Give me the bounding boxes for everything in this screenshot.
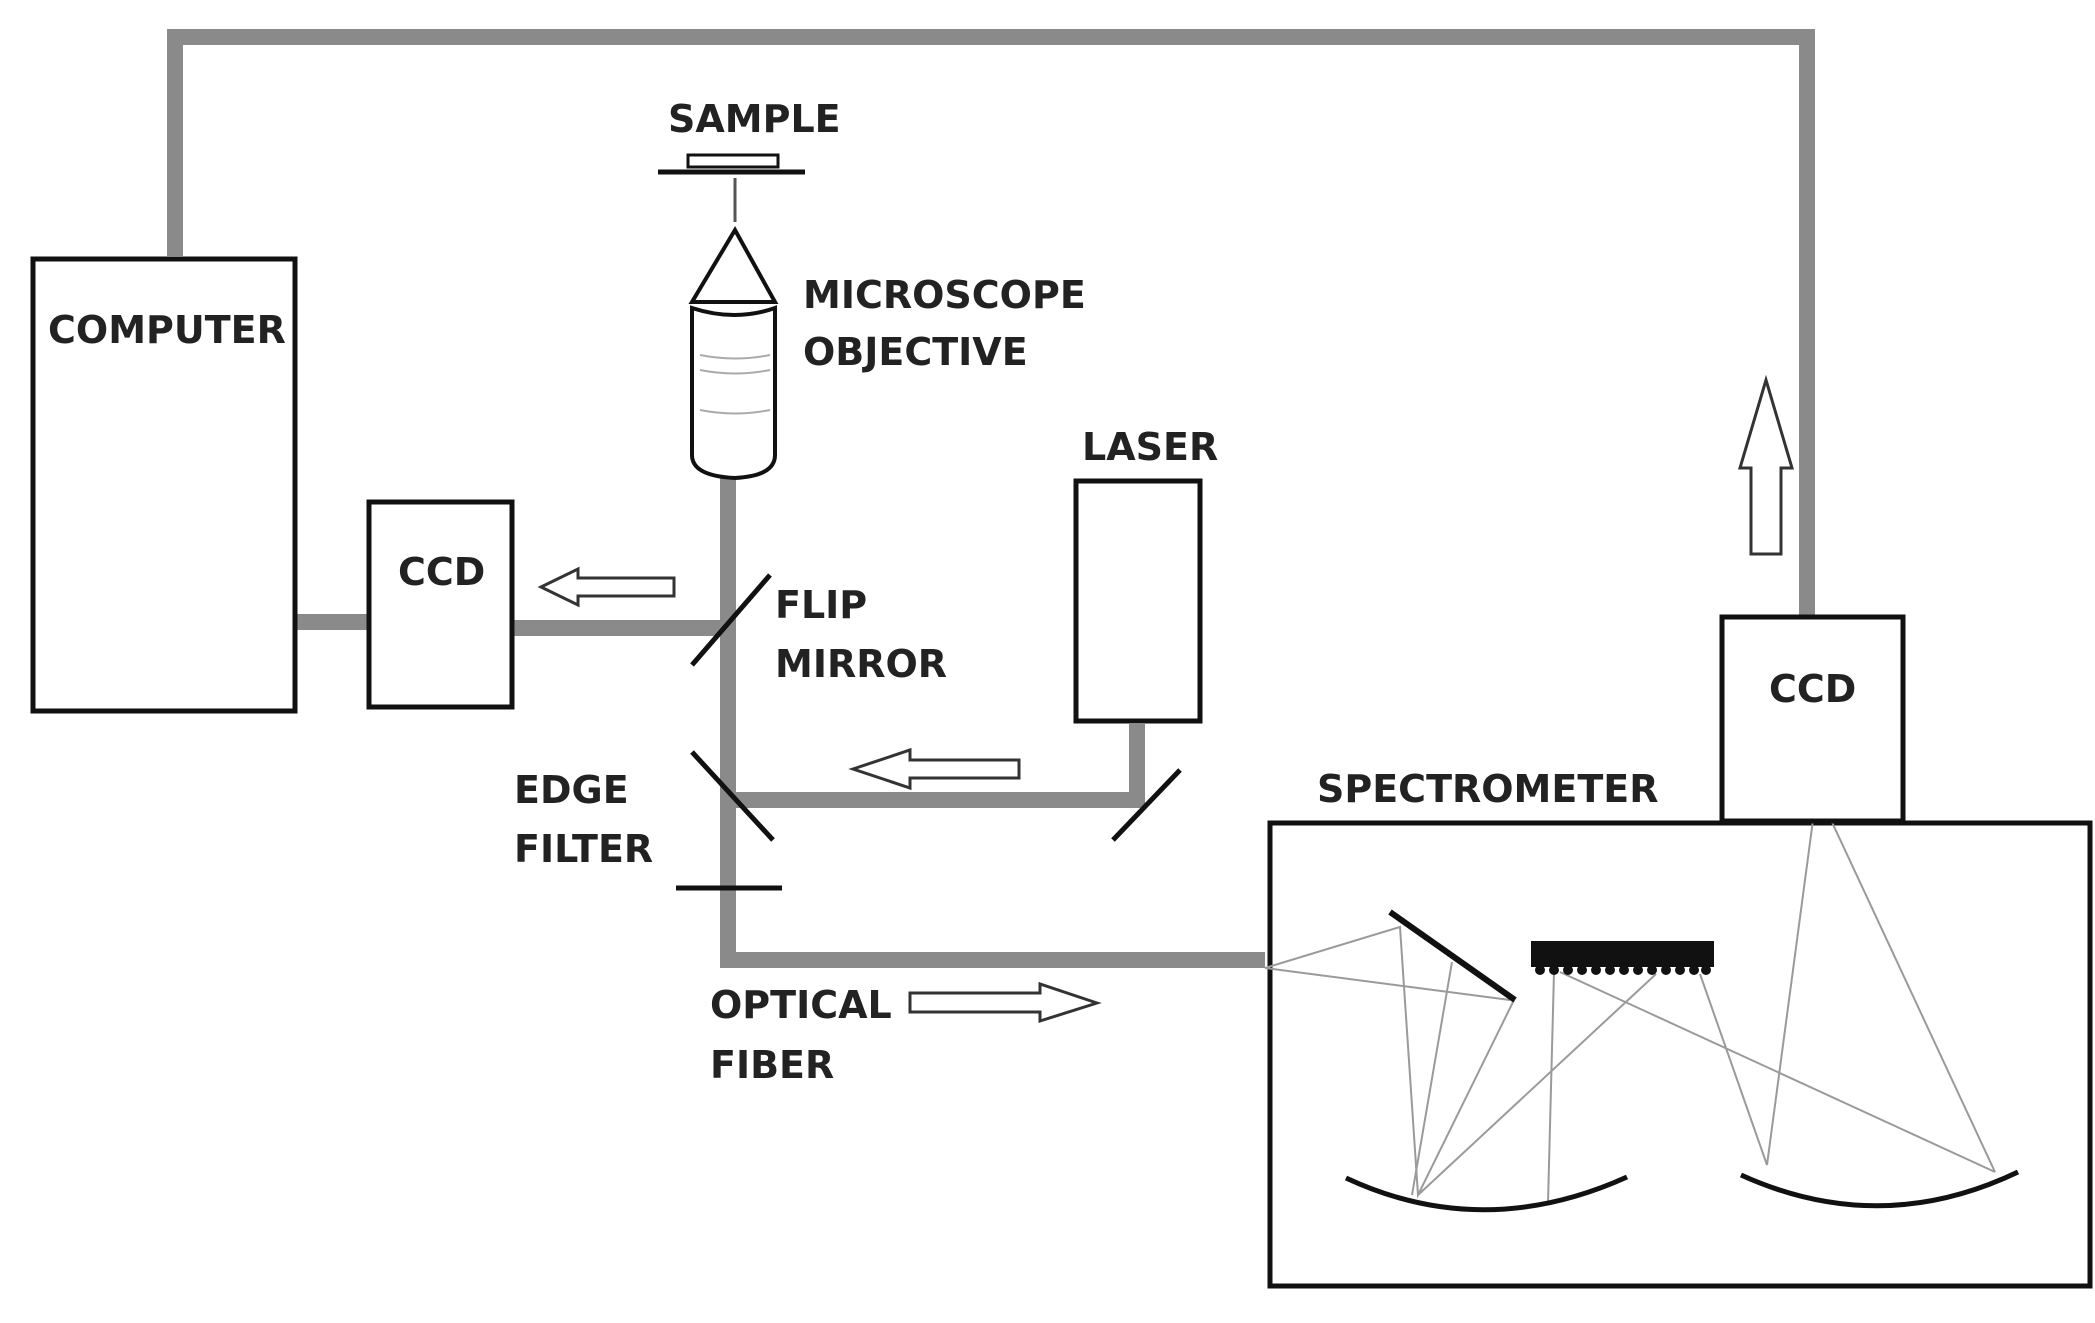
spectrometer-rays bbox=[1264, 967, 1511, 1001]
ccd-left-label: CCD bbox=[398, 550, 485, 594]
spectrometer-rays bbox=[1411, 961, 1453, 1196]
microscope-objective: MICROSCOPE OBJECTIVE bbox=[688, 225, 1086, 481]
ccd-right-label: CCD bbox=[1769, 667, 1856, 711]
sample-label: SAMPLE bbox=[668, 97, 841, 141]
ccd-camera-left: CCD bbox=[366, 499, 515, 710]
edge-filter-label-line2: FILTER bbox=[514, 827, 653, 871]
computer-label: COMPUTER bbox=[48, 308, 286, 352]
diffraction-grating bbox=[1531, 941, 1714, 975]
laser-beam-path bbox=[728, 724, 1145, 808]
spectrometer-label: SPECTROMETER bbox=[1317, 767, 1658, 811]
flip-mirror bbox=[690, 573, 772, 667]
arrow-left-icon bbox=[848, 747, 1021, 791]
edge-filter-label-line1: EDGE bbox=[514, 768, 629, 812]
spectrometer: SPECTROMETER bbox=[1264, 767, 2093, 1289]
laser-source: LASER bbox=[1073, 425, 1218, 724]
focusing-mirror bbox=[1739, 1169, 2020, 1209]
laser-label: LASER bbox=[1082, 425, 1218, 469]
flip-mirror-label-line2: MIRROR bbox=[775, 642, 947, 686]
arrow-right-icon bbox=[908, 981, 1102, 1024]
ccd-camera-right: CCD bbox=[1719, 614, 1906, 824]
optical-fiber-label-line1: OPTICAL bbox=[710, 983, 892, 1027]
sample-stage: SAMPLE bbox=[658, 97, 841, 175]
spectrometer-rays bbox=[1417, 973, 1657, 1196]
edge-filter bbox=[690, 750, 775, 842]
objective-label-line1: MICROSCOPE bbox=[803, 273, 1086, 317]
arrow-up-icon bbox=[1737, 374, 1795, 556]
spectrometer-rays bbox=[1547, 971, 1555, 1204]
main-vertical-beam bbox=[720, 478, 1265, 968]
spectrometer-rays bbox=[1559, 971, 1996, 1173]
flip-mirror-label-line1: FLIP bbox=[775, 583, 867, 627]
spectrometer-fold-mirror bbox=[1388, 909, 1517, 1003]
objective-label-line2: OBJECTIVE bbox=[803, 330, 1028, 374]
laser-turning-mirror bbox=[1111, 768, 1182, 842]
spectrometer-rays bbox=[1699, 973, 1768, 1166]
computer-to-spectrometer-ccd-cable bbox=[167, 29, 1815, 618]
spectrometer-rays bbox=[1264, 925, 1515, 1199]
computer-box: COMPUTER bbox=[30, 256, 298, 714]
collimating-mirror bbox=[1344, 1174, 1629, 1213]
arrow-left-icon bbox=[537, 566, 676, 608]
optical-fiber-label-line2: FIBER bbox=[710, 1043, 834, 1087]
